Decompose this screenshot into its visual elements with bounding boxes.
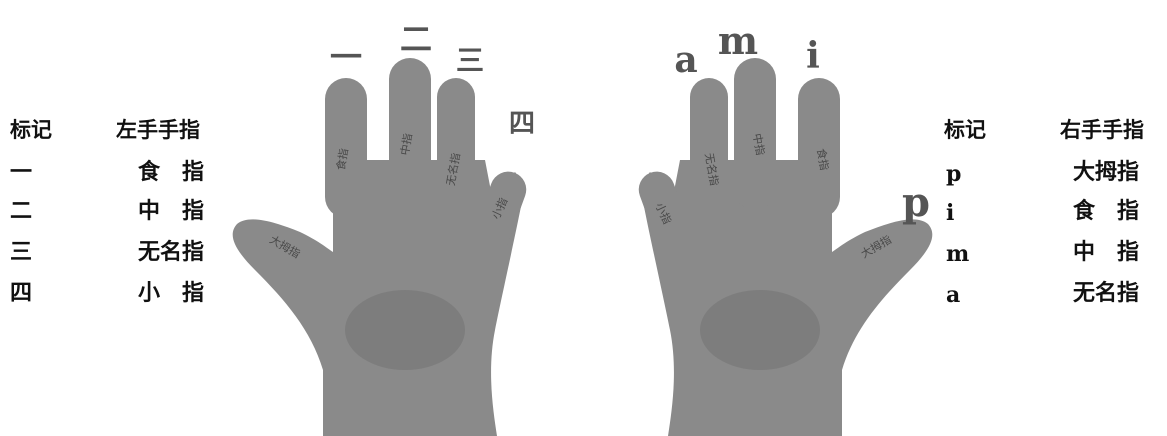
right-table-mark: i [946, 201, 954, 225]
left-table-finger: 中 指 [138, 199, 204, 223]
right-table-finger-header: 右手手指 [1060, 118, 1144, 142]
left-table-finger-header: 左手手指 [116, 118, 200, 142]
right-hand-letter-index: i [806, 35, 820, 77]
left-hand-number-middle: 二 [400, 20, 432, 58]
left-table-mark-header: 标记 [10, 118, 52, 142]
left-hand-number-ring: 三 [456, 44, 484, 77]
left-table-mark: 二 [10, 199, 32, 223]
right-table-mark: m [946, 242, 969, 266]
left-hand-figure: 一 二 三 四 食指 中指 无名指 小指 大拇指 [225, 0, 545, 436]
left-hand-number-index: 一 [330, 38, 362, 76]
right-table-mark: a [946, 283, 960, 307]
left-table-finger: 小 指 [138, 281, 204, 305]
right-table-mark-header: 标记 [944, 118, 986, 142]
right-table-finger: 无名指 [1073, 281, 1139, 305]
left-table-mark: 四 [10, 281, 32, 305]
left-table-mark: 三 [10, 240, 32, 264]
left-table-mark: 一 [10, 160, 32, 184]
right-hand-letter-ring: a [674, 39, 697, 81]
right-hand-letter-thumb: p [902, 179, 930, 226]
right-hand-illustration: a m i p 小指 无名指 中指 食指 大拇指 [620, 0, 940, 436]
left-hand-illustration: 一 二 三 四 食指 中指 无名指 小指 大拇指 [225, 0, 545, 436]
right-table-finger: 食 指 [1073, 199, 1139, 223]
right-table-finger: 中 指 [1073, 240, 1139, 264]
left-hand-number-little: 四 [509, 109, 535, 139]
right-hand-letter-middle: m [718, 18, 758, 63]
left-table-finger: 无名指 [138, 240, 204, 264]
left-table-finger: 食 指 [138, 160, 204, 184]
right-table-mark: p [946, 162, 961, 186]
right-table-finger: 大拇指 [1073, 160, 1139, 184]
right-hand-figure: a m i p 小指 无名指 中指 食指 大拇指 [620, 0, 940, 436]
